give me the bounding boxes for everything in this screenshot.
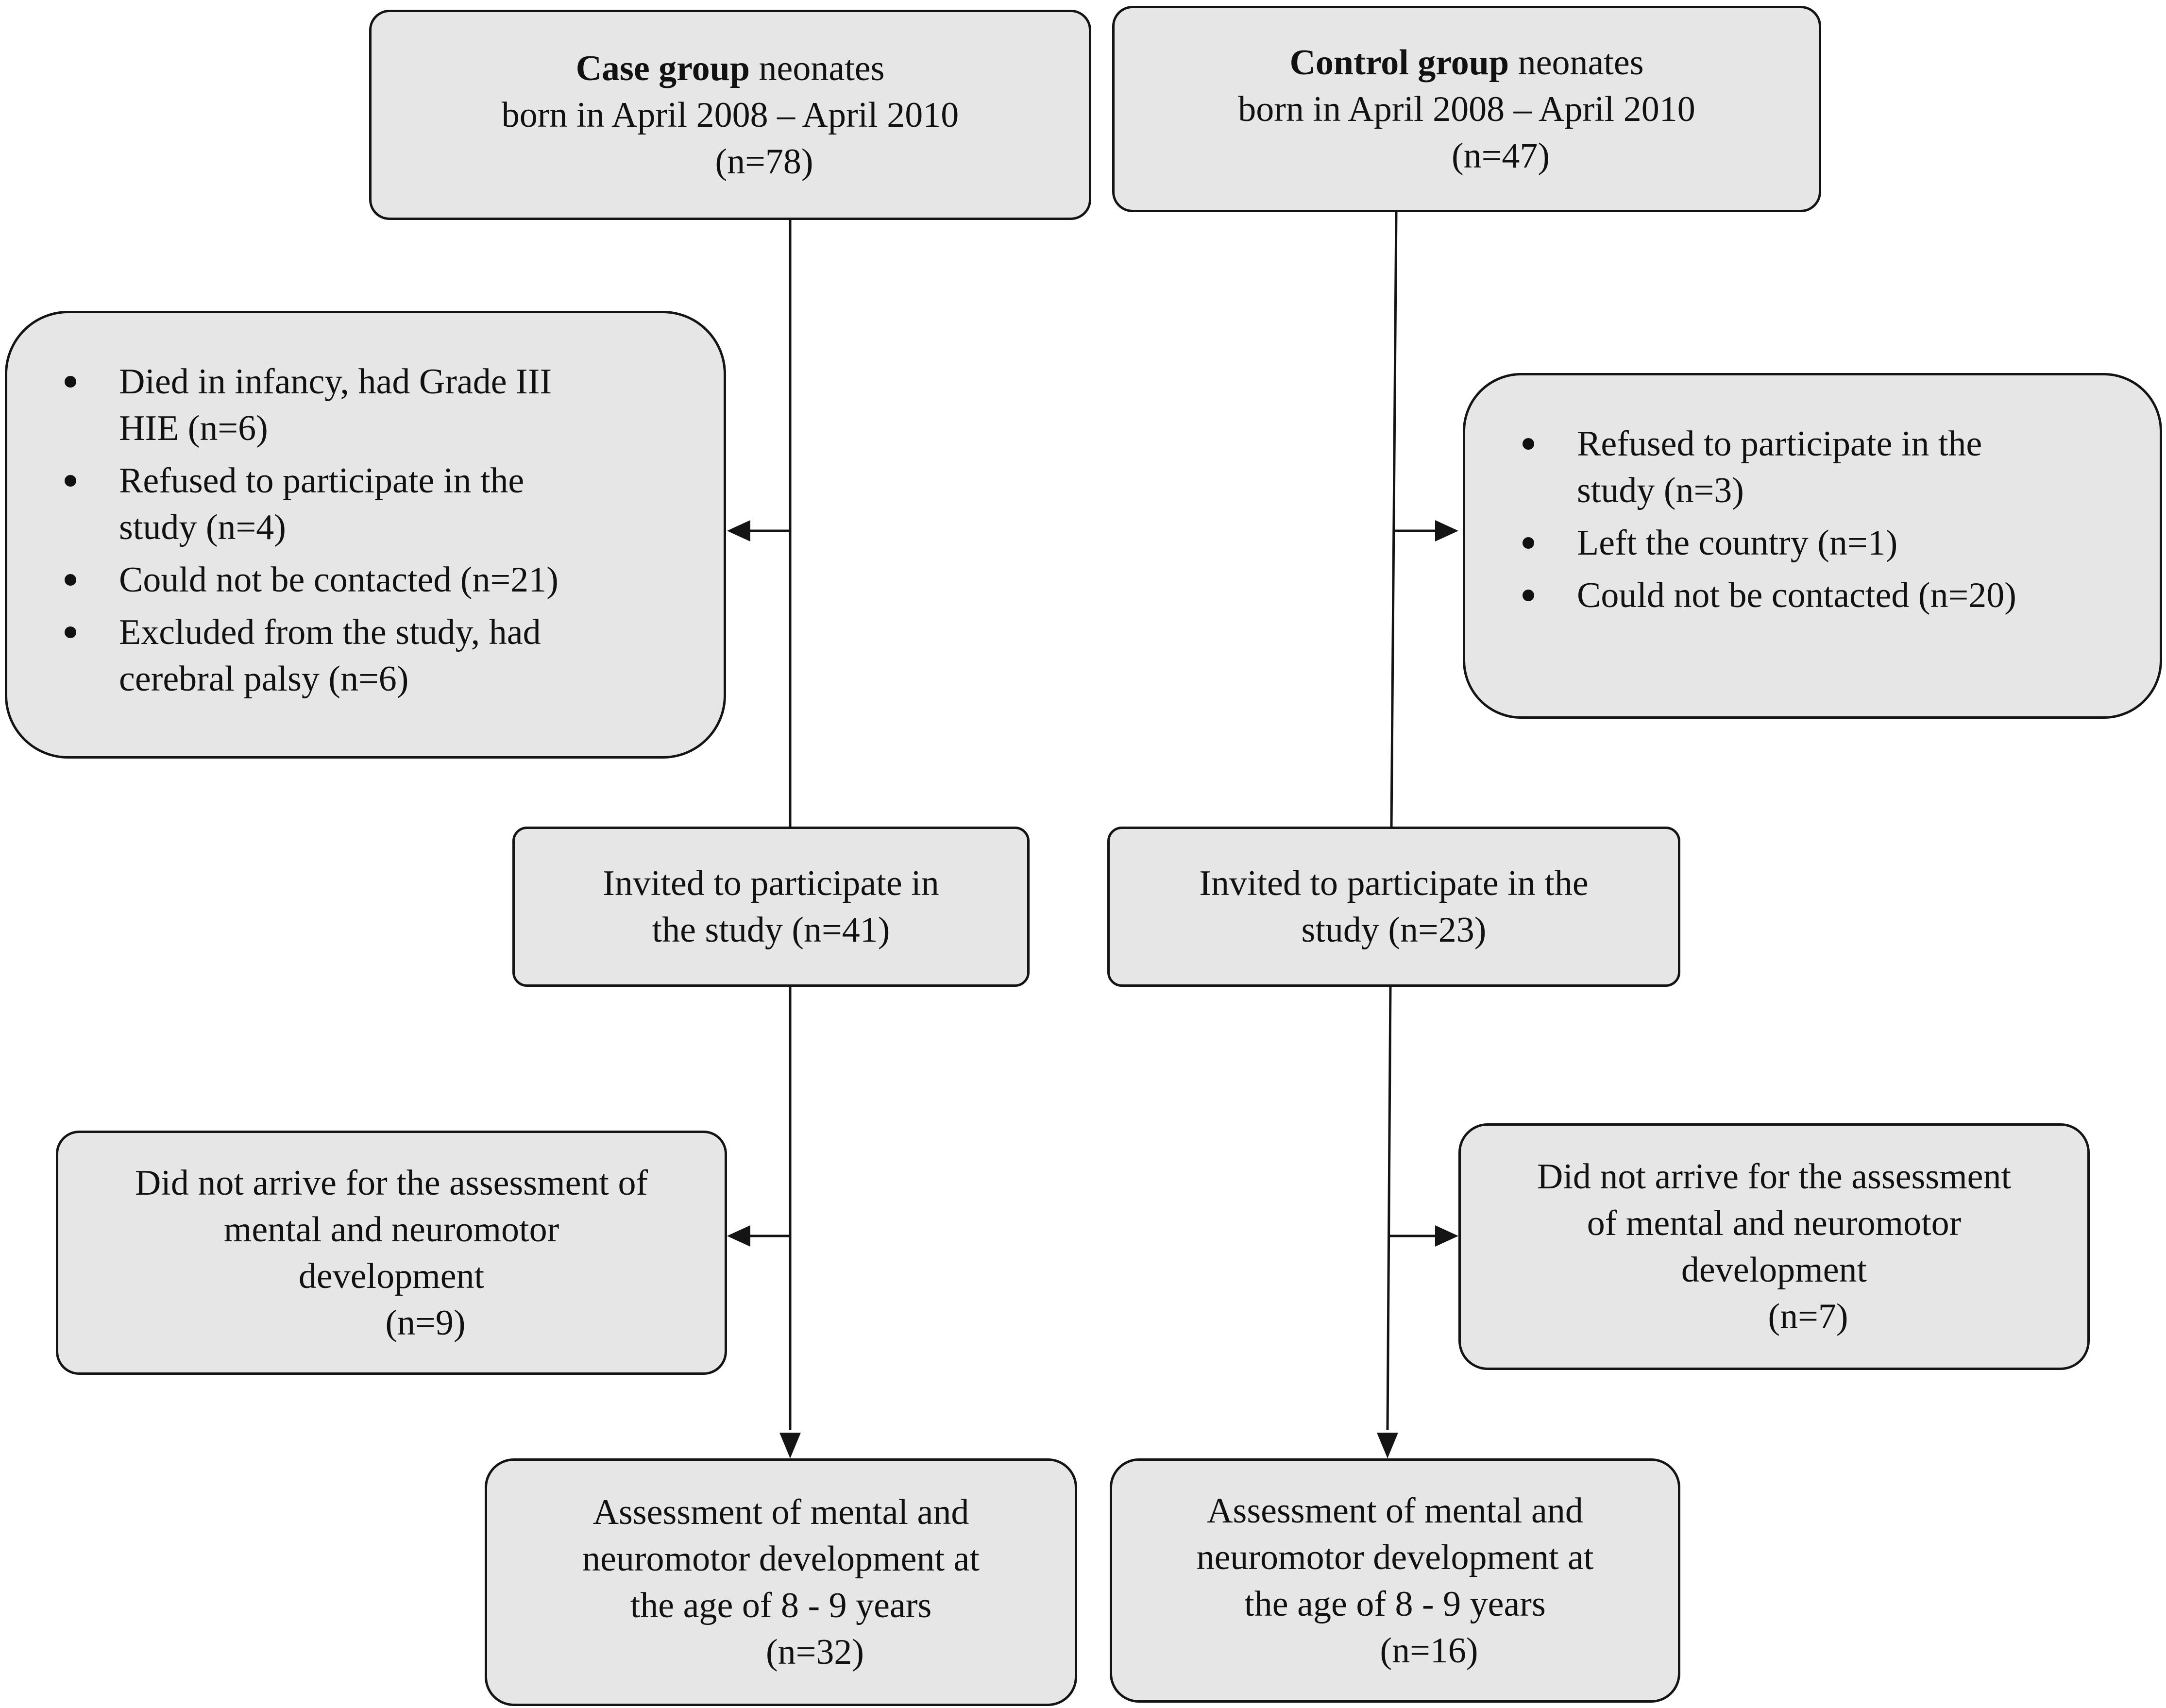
case-exclusion-text: HIE (n=6)	[119, 408, 268, 448]
control-invited-box: Invited to participate in the study (n=2…	[1107, 827, 1680, 987]
control-exclusion-text: Left the country (n=1)	[1577, 523, 1898, 563]
control-no-show-box: Did not arrive for the assessment of men…	[1458, 1123, 2090, 1370]
case-exclusion-text: Refused to participate in the	[119, 461, 525, 501]
case-exclusion-text: Excluded from the study, had	[119, 612, 541, 652]
case-exclusion-text: cerebral palsy (n=6)	[119, 659, 409, 699]
case-exclusions-box: Died in infancy, had Grade III HIE (n=6)…	[5, 311, 726, 759]
control-invited-text: Invited to participate in the	[1199, 863, 1589, 903]
control-assessed-text: Assessment of mental and	[1207, 1490, 1583, 1531]
control-no-show-arrowhead	[1435, 1225, 1458, 1247]
case-exclusion-text: Could not be contacted (n=21)	[119, 560, 558, 600]
control-group-title: Control group neonates	[1289, 39, 1643, 86]
control-group-start-box: Control group neonates born in April 200…	[1112, 6, 1821, 212]
control-exclusion-item: Could not be contacted (n=20)	[1465, 572, 2160, 619]
case-no-show-box: Did not arrive for the assessment of men…	[56, 1131, 727, 1375]
case-assessed-box: Assessment of mental and neuromotor deve…	[485, 1458, 1077, 1706]
control-exclusion-arrowhead	[1435, 520, 1458, 541]
case-no-show-count: (n=9)	[385, 1302, 466, 1343]
case-exclusion-text: study (n=4)	[119, 507, 286, 547]
control-assessed-box: Assessment of mental and neuromotor deve…	[1110, 1458, 1680, 1703]
case-invited-box: Invited to participate in the study (n=4…	[512, 827, 1030, 987]
control-invited-text: study (n=23)	[1301, 910, 1487, 950]
case-assessed-text: neuromotor development at	[582, 1539, 980, 1579]
case-exclusion-text: Died in infancy, had Grade III	[119, 362, 552, 402]
control-assessed-arrowhead	[1377, 1433, 1398, 1458]
case-assessed-text: Assessment of mental and	[592, 1492, 969, 1532]
control-group-count: (n=47)	[1451, 135, 1550, 176]
control-exclusions-box: Refused to participate in the study (n=3…	[1463, 373, 2162, 719]
case-group-start-box: Case group neonates born in April 2008 –…	[369, 10, 1091, 220]
case-group-birth-range: born in April 2008 – April 2010	[501, 95, 959, 135]
case-invited-text: the study (n=41)	[652, 910, 890, 950]
case-assessed-text: the age of 8 - 9 years	[630, 1586, 932, 1625]
case-exclusion-item: Died in infancy, had Grade III HIE (n=6)	[7, 358, 724, 452]
control-exclusion-item: Left the country (n=1)	[1465, 520, 2160, 566]
case-assessed-arrowhead	[779, 1433, 801, 1458]
control-no-show-text: of mental and neuromotor	[1587, 1203, 1962, 1243]
case-no-show-text: development	[298, 1256, 485, 1296]
control-exclusion-text: study (n=3)	[1577, 471, 1744, 510]
control-connector-bottom	[1386, 985, 1392, 1431]
case-no-show-text: mental and neuromotor	[223, 1209, 559, 1250]
case-group-title-bold: Case group	[575, 48, 750, 88]
case-exclusions-list: Died in infancy, had Grade III HIE (n=6)…	[7, 358, 724, 702]
control-group-title-bold: Control group	[1289, 42, 1509, 83]
control-assessed-text: neuromotor development at	[1196, 1537, 1594, 1577]
case-assessed-count: (n=32)	[765, 1632, 864, 1672]
case-invited-text: Invited to participate in	[603, 863, 939, 903]
case-exclusion-item: Could not be contacted (n=21)	[7, 557, 724, 603]
control-group-title-rest: neonates	[1509, 42, 1644, 83]
case-no-show-arrowhead	[727, 1225, 750, 1247]
case-group-count: (n=78)	[715, 141, 813, 182]
case-group-title: Case group neonates	[576, 45, 885, 92]
case-exclusion-arrowhead	[727, 520, 750, 541]
control-connector-top	[1390, 211, 1398, 829]
control-assessed-count: (n=16)	[1380, 1630, 1478, 1671]
case-no-show-text: Did not arrive for the assessment of	[135, 1163, 648, 1203]
case-group-title-rest: neonates	[750, 48, 885, 88]
control-exclusion-item: Refused to participate in the study (n=3…	[1465, 421, 2160, 514]
control-no-show-text: Did not arrive for the assessment	[1537, 1157, 2012, 1197]
case-exclusion-item: Refused to participate in the study (n=4…	[7, 457, 724, 551]
control-exclusions-list: Refused to participate in the study (n=3…	[1465, 421, 2160, 619]
control-no-show-count: (n=7)	[1768, 1297, 1848, 1336]
control-exclusion-text: Refused to participate in the	[1577, 424, 1982, 464]
control-assessed-text: the age of 8 - 9 years	[1244, 1584, 1546, 1624]
control-no-show-text: development	[1681, 1250, 1867, 1290]
case-exclusion-item: Excluded from the study, had cerebral pa…	[7, 609, 724, 702]
control-exclusion-text: Could not be contacted (n=20)	[1577, 575, 2016, 615]
control-group-birth-range: born in April 2008 – April 2010	[1238, 89, 1695, 129]
